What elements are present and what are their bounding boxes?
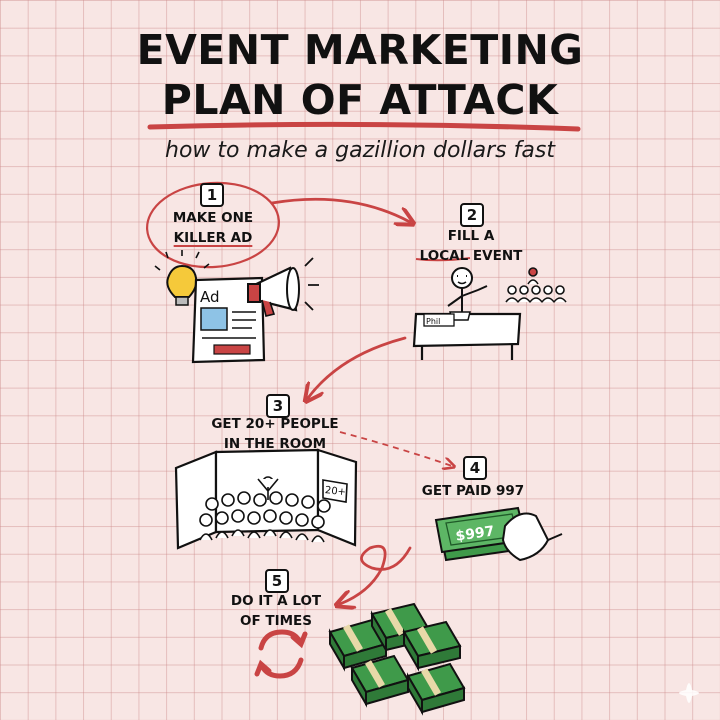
ad-flyer-label: Ad	[200, 288, 220, 306]
ad-flyer-icon	[191, 276, 266, 364]
step-4-label: GET PAID 997	[408, 481, 538, 501]
step-5-label: DO IT A LOT OF TIMES	[220, 591, 332, 631]
step-1-badge: 1	[200, 183, 224, 207]
money-stacks-icon	[328, 602, 466, 716]
table-icon	[412, 311, 522, 360]
room-sign-label: 20+	[324, 485, 346, 498]
megaphone-icon	[247, 257, 319, 317]
step-2-badge: 2	[460, 203, 484, 227]
speaker-icon	[447, 267, 488, 312]
step-2-line-2: LOCAL EVENT	[419, 248, 523, 264]
arrow-3-to-4	[339, 431, 452, 466]
step-5-line-2: OF TIMES	[239, 613, 312, 629]
subtitle: how to make a gazillion dollars fast	[165, 138, 555, 163]
nameplate-label: Phil	[426, 317, 440, 326]
step-1-line-1: MAKE ONE	[172, 210, 254, 226]
step-2-label: FILL A LOCAL EVENT	[405, 226, 537, 266]
room-icon	[174, 448, 358, 550]
step-3-badge: 3	[266, 394, 290, 418]
step-3-label: GET 20+ PEOPLE IN THE ROOM	[200, 414, 350, 454]
arrow-4-to-5	[340, 544, 412, 604]
step-5-badge: 5	[265, 569, 289, 593]
step-5-line-1: DO IT A LOT	[230, 593, 322, 609]
sparkle-icon	[679, 683, 699, 703]
step-4-badge: 4	[463, 456, 487, 480]
arrow-1-to-2	[270, 197, 410, 222]
cash-label: $997	[455, 523, 496, 544]
title-line-1: EVENT MARKETING	[136, 26, 584, 74]
step-3-line-1: GET 20+ PEOPLE	[211, 416, 339, 432]
step-1-line-2: KILLER AD	[173, 230, 253, 246]
title-underline	[147, 121, 581, 132]
step-4-line-1: GET PAID 997	[421, 483, 525, 499]
crowd-icon	[199, 476, 331, 543]
cash-icon	[434, 506, 532, 562]
repeat-cycle-icon	[254, 629, 308, 679]
step-1-label: MAKE ONE KILLER AD	[158, 208, 268, 248]
arrow-2-to-3	[308, 336, 407, 398]
title-line-2: PLAN OF ATTACK	[161, 76, 559, 124]
lightbulb-icon	[154, 250, 210, 306]
step-2-line-1: FILL A	[447, 228, 495, 244]
step-3-line-2: IN THE ROOM	[223, 436, 327, 452]
hand-icon	[501, 512, 563, 562]
audience-small-icon	[505, 267, 567, 303]
